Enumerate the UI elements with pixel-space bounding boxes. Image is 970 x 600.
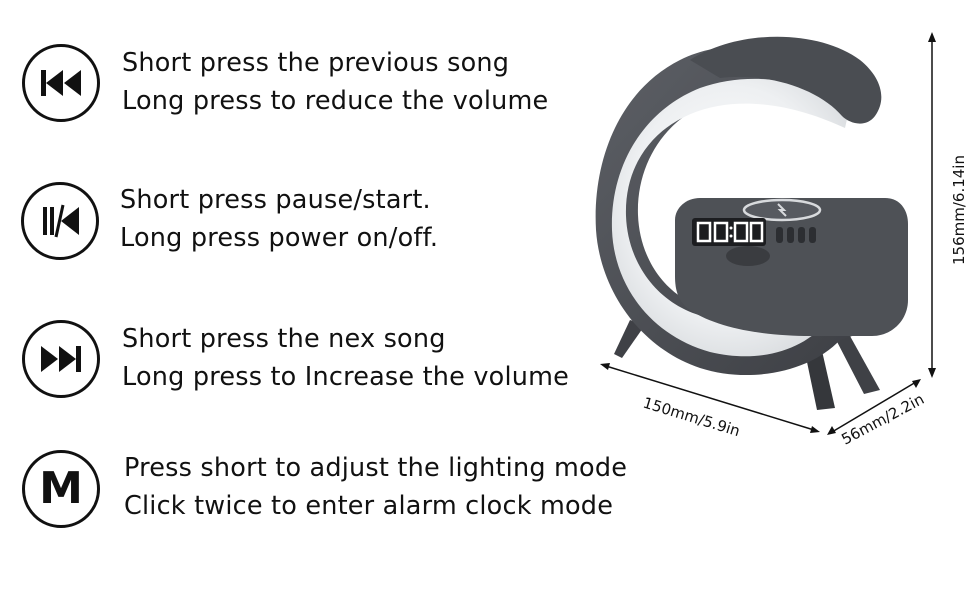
previous-line2: Long press to reduce the volume	[122, 86, 549, 116]
depth-dimension-line	[827, 379, 921, 435]
next-line1: Short press the nex song	[122, 324, 446, 354]
play-pause-icon	[21, 182, 99, 260]
height-dimension-label: 156mm/6.14in	[950, 155, 968, 265]
previous-track-icon	[22, 44, 100, 122]
previous-line1: Short press the previous song	[122, 48, 510, 78]
mode-line1: Press short to adjust the lighting mode	[124, 453, 628, 483]
charging-bolt-icon	[777, 203, 787, 217]
product-light-ring	[611, 78, 850, 357]
pause-line1: Short press pause/start.	[120, 185, 431, 215]
clock-digits	[696, 221, 764, 243]
pause-line2: Long press power on/off.	[120, 223, 439, 253]
next-track-icon	[22, 320, 100, 398]
control-buttons	[776, 227, 816, 243]
width-dimension-line	[600, 363, 820, 433]
product-illustration: 156mm/6.14in 150mm/5.9in 56mm/2.2in	[595, 32, 968, 449]
product-lamp-head	[690, 36, 882, 124]
width-dimension-label: 150mm/5.9in	[641, 394, 742, 441]
mode-m-icon: M	[22, 450, 100, 528]
height-dimension-line	[928, 32, 936, 378]
next-line2: Long press to Increase the volume	[122, 362, 570, 392]
mode-m-letter: M	[39, 463, 83, 514]
depth-dimension-label: 56mm/2.2in	[838, 390, 927, 449]
mode-line2: Click twice to enter alarm clock mode	[124, 491, 614, 521]
charger-stem	[726, 246, 770, 266]
